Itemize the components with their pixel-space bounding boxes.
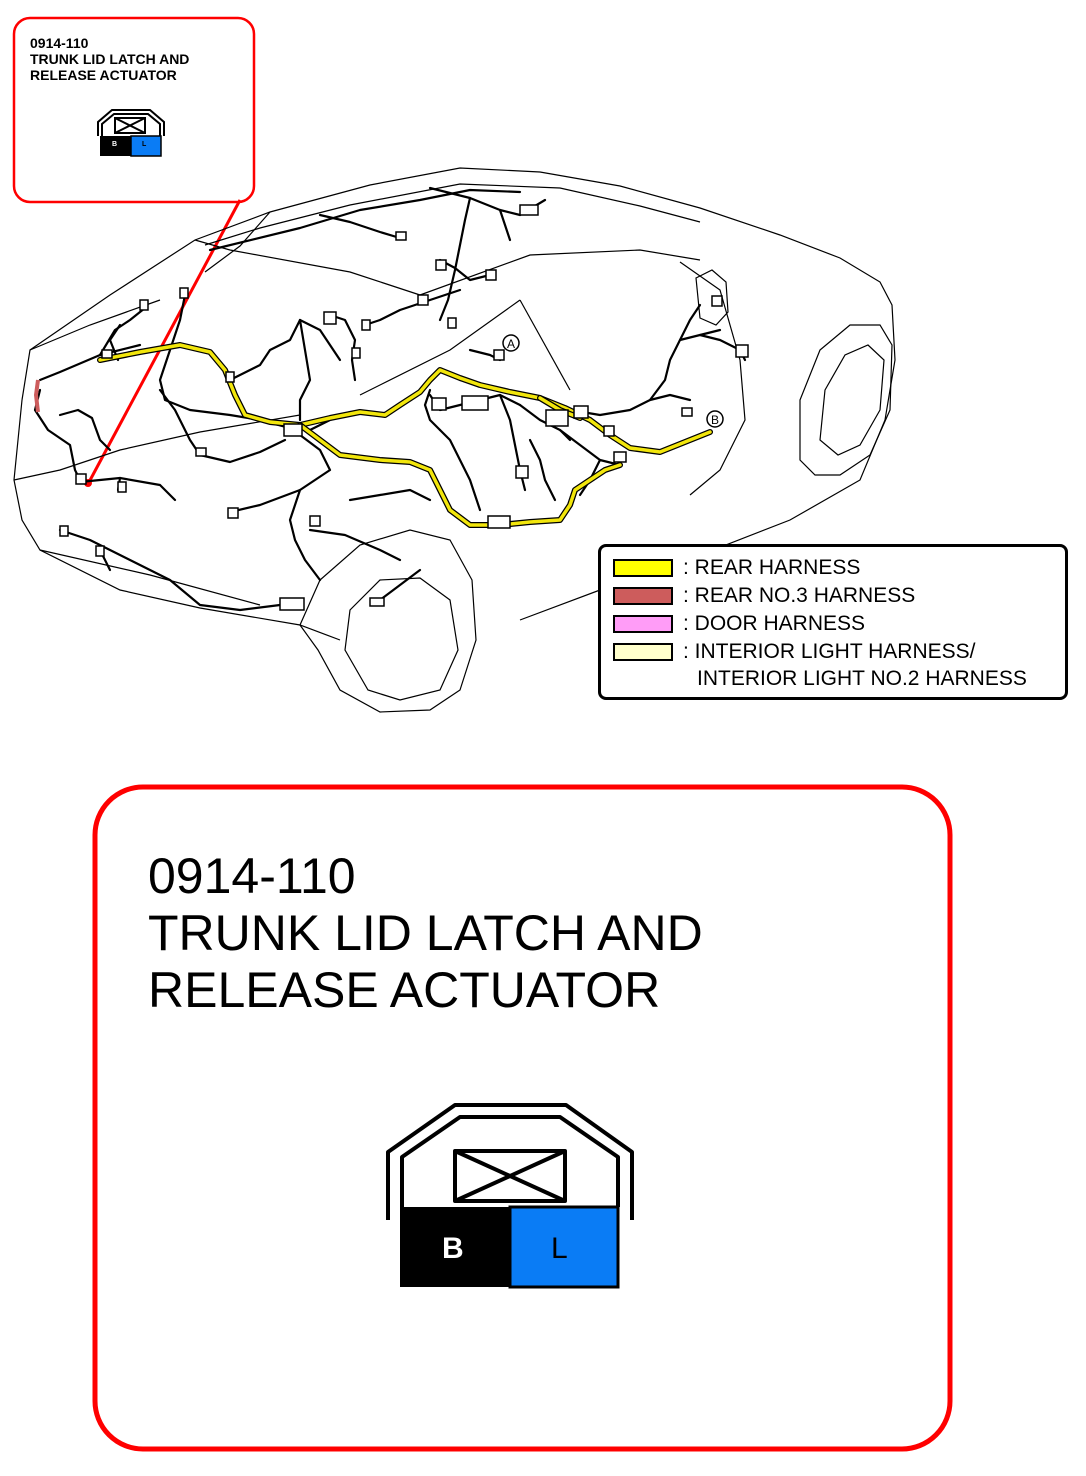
legend-item-door-harness: : DOOR HARNESS (613, 612, 865, 636)
small-pin-b-label: B (112, 141, 118, 148)
legend-swatch-rear-harness (613, 559, 673, 577)
legend-label-interior-light-harness: : INTERIOR LIGHT HARNESS/ (683, 640, 976, 663)
legend-label-rear-no3-harness: : REAR NO.3 HARNESS (683, 584, 916, 607)
small-callout-frame (12, 16, 256, 204)
callout-leader-line (86, 199, 242, 485)
harness-connectors (59, 204, 749, 611)
small-connector-icon (97, 109, 165, 136)
large-pin-b-label: B (442, 1232, 464, 1265)
legend-swatch-interior-light-harness (613, 643, 673, 661)
small-connector-code: 0914-110 (30, 35, 89, 51)
large-connector-code: 0914-110 (148, 848, 356, 904)
large-connector-title-line1: TRUNK LID LATCH AND (148, 905, 703, 961)
legend-label-interior-light-no2-harness: INTERIOR LIGHT NO.2 HARNESS (697, 667, 1027, 690)
large-pin-l-label: L (551, 1232, 568, 1265)
marker-b-circle (706, 410, 724, 428)
small-callout-label: 0914-110 TRUNK LID LATCH AND RELEASE ACT… (30, 35, 189, 83)
large-pin-b (400, 1207, 510, 1287)
legend-item-rear-harness: : REAR HARNESS (613, 556, 860, 580)
small-pin-l-label: L (142, 141, 147, 148)
large-callout-frame (92, 784, 953, 1452)
large-connector-title-line2: RELEASE ACTUATOR (148, 962, 661, 1018)
legend-item-interior-light-harness: : INTERIOR LIGHT HARNESS/ (613, 640, 976, 664)
small-pin-b (100, 136, 131, 156)
small-connector-title-line2: RELEASE ACTUATOR (30, 67, 177, 83)
legend-item-rear-no3-harness: : REAR NO.3 HARNESS (613, 584, 915, 608)
marker-a-circle (502, 334, 520, 352)
harness-legend: : REAR HARNESS : REAR NO.3 HARNESS : DOO… (598, 544, 1068, 700)
large-pin-l (508, 1205, 620, 1289)
small-connector-title-line1: TRUNK LID LATCH AND (30, 51, 190, 67)
rear-no3-harness-wire (33, 379, 40, 413)
legend-swatch-door-harness (613, 615, 673, 633)
marker-a-label: A (507, 337, 515, 351)
car-body-outline (13, 167, 896, 713)
legend-label-door-harness: : DOOR HARNESS (683, 612, 866, 635)
small-pin-l (130, 135, 162, 157)
legend-label-rear-harness: : REAR HARNESS (683, 556, 861, 579)
large-connector-housing (386, 1103, 634, 1220)
legend-swatch-rear-no3-harness (613, 587, 673, 605)
marker-b-label: B (711, 413, 719, 427)
large-callout-title: 0914-110 TRUNK LID LATCH AND RELEASE ACT… (148, 848, 703, 1019)
